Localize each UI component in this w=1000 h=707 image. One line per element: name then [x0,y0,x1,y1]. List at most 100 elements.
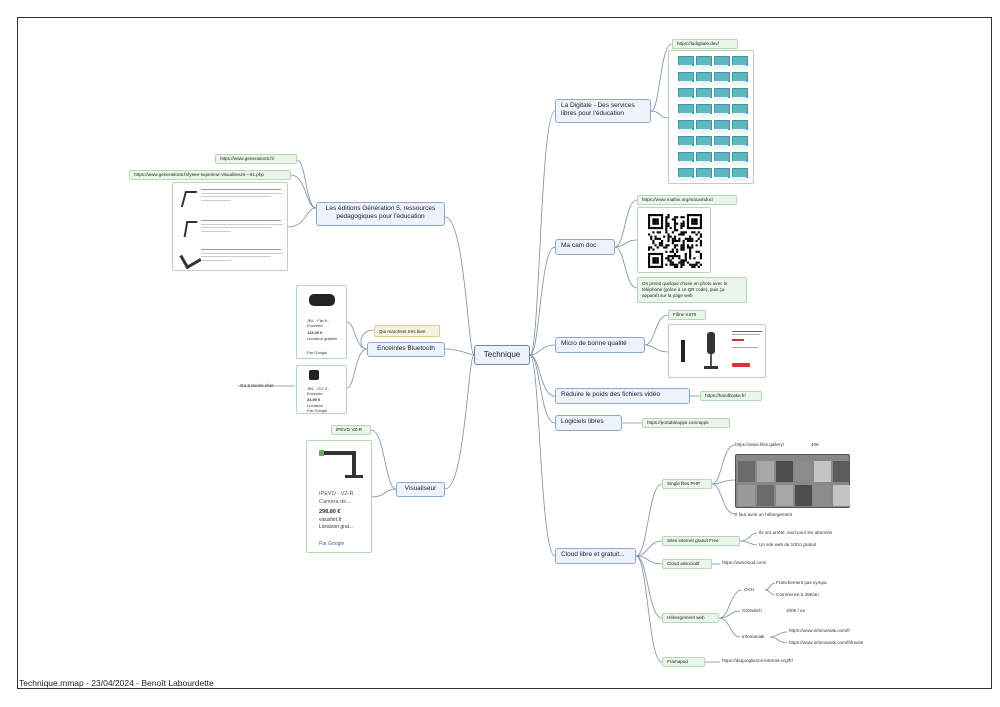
service-tile-caption [714,145,728,149]
ipevo-source: Par Google [319,541,345,547]
note-macamdoc: On prend quelque chose en photo avec le … [637,277,747,303]
service-tile-caption [714,129,728,133]
price-o2switch: 100€ / an [786,608,806,613]
service-tile-caption [732,81,746,85]
product-fifine-preview [668,324,766,378]
microphone-icon [707,332,715,354]
gallery-thumbnail [776,461,793,482]
service-tile-caption [696,81,710,85]
note-ovh-prix: Commence à 25€/an [776,592,819,597]
node-generation5[interactable]: Les éditions Génération 5, ressources pé… [316,202,445,226]
url-owncloud[interactable]: https://owncloud.com/ [722,560,767,565]
node-framapad[interactable]: Framapad [662,657,705,667]
visualizer-icon-3 [179,247,202,270]
service-tile-caption [732,161,746,165]
service-tile-caption [732,113,746,117]
service-tile-caption [714,113,728,117]
ladigitale-services-grid [668,50,754,184]
url-portableapps[interactable]: https://portableapps.com/apps [642,418,730,428]
camera-arm-icon [319,451,355,455]
ipevo-title: IPEVO - VZ-R [319,491,354,497]
ipevo-subtitle: Caméra de... [319,499,351,505]
host-o2switch: O2Switch [742,608,762,613]
url-degooglisons[interactable]: https://degooglisons-internet.org/fr/ [722,658,793,663]
node-visualiseur[interactable]: Visualiseur [396,482,445,497]
url-generation5-home[interactable]: https://www.generation5.fr/ [215,154,297,164]
root-node[interactable]: Technique [474,345,530,365]
speaker-icon [309,294,335,306]
gallery-thumbnail [757,485,774,506]
footer-caption: Technique.mmap - 23/04/2024 - Benoît Lab… [19,678,214,688]
url-infomaniak[interactable]: https://www.infomaniak.com/fr [789,628,851,633]
url-macamdoc[interactable]: https://www.mathix.org/macamdoc/ [637,195,737,205]
node-enceintes[interactable]: Enceintes Bluetooth [367,342,445,357]
gallery-thumbnail [833,485,850,506]
node-single-files-php[interactable]: Single files PHP [662,479,712,489]
product-ipevo[interactable]: IPEVO - VZ-R Caméra de... 298,80 € visus… [306,440,372,553]
url-handbrake[interactable]: https://handbrake.fr/ [700,391,762,401]
url-infomaniak-ksuite[interactable]: https://www.infomaniak.com/fr/ksuite [789,640,864,645]
note-hebergement-requis: Il faut avoir un hébergement [735,512,793,517]
jbl-flip6-price: 113,00 € [307,330,323,335]
node-hebergement-web[interactable]: Hébergement web [662,613,719,623]
node-handbrake[interactable]: Réduire le poids des fichiers vidéo [555,388,690,404]
jbl-go3-price: 34,90 € [307,397,321,402]
jbl-flip6-shipping: Livraison gratuite [307,336,338,341]
node-macamdoc[interactable]: Ma cam doc [555,239,615,255]
service-tile-caption [678,161,692,165]
product-jbl-flip6[interactable]: JBL - Flip 6 - Enceinte 113,00 € Livrais… [296,285,347,359]
service-tile-caption [696,113,710,117]
map-frame [17,17,992,689]
node-sites-free[interactable]: Sites internet gratuit Free [662,536,740,546]
node-micro[interactable]: Micro de bonne qualité [555,337,645,353]
node-ladigitale[interactable]: La Digitale - Des services libres pour l… [555,99,651,123]
service-tile-caption [678,129,692,133]
url-fifine[interactable]: Fifine K670 [668,310,706,320]
service-tile-caption [678,81,692,85]
service-tile-caption [714,65,728,69]
service-tile-caption [696,97,710,101]
url-generation5-visualiseurs[interactable]: https://www.generation5.fr/lysee-superie… [129,170,291,180]
gallery-thumbnail [833,461,850,482]
url-ladigitale[interactable]: https://ladigitale.dev/ [672,39,738,49]
service-tile-caption [714,177,728,181]
qr-code-icon [648,214,702,268]
url-ipevo[interactable]: IPEVO VZ-R [331,425,371,435]
files-gallery-preview [735,454,850,508]
jbl-go3-source: Par Google [307,408,328,413]
product-jbl-go3[interactable]: JBL - GO 3 - Enceinte 34,90 € Livraison … [296,365,347,414]
service-tile-caption [678,177,692,181]
service-tile-caption [678,113,692,117]
gallery-thumbnail [814,461,831,482]
visualizer-icon-2 [183,221,198,237]
node-cloud-associatif[interactable]: Cloud associatif [662,559,712,569]
service-tile-caption [714,97,728,101]
jbl-flip6-source: Par Google [307,350,328,355]
node-logiciels-libres[interactable]: Logiciels libres [555,415,622,431]
price-files-gallery: 40€ [811,442,819,447]
service-tile-caption [678,65,692,69]
speaker-small-icon [309,370,319,380]
note-ovh-sympa: Franchement pas sympa [776,580,827,585]
url-files-gallery[interactable]: https://www.files.gallery/ [735,442,785,447]
service-tile-caption [732,177,746,181]
service-tile-caption [696,145,710,149]
service-tile-caption [678,145,692,149]
service-tile-caption [732,145,746,149]
service-tile-caption [696,161,710,165]
generation5-product-preview [172,182,288,271]
jbl-go3-title: JBL - GO 3 - Enceinte [307,386,330,396]
gallery-thumbnail [795,461,812,482]
gallery-thumbnail [814,485,831,506]
visualizer-icon-1 [180,191,198,207]
node-cloud[interactable]: Cloud libre et gratuit... [555,548,636,564]
service-tile-caption [696,177,710,181]
jbl-go3-shipping: Livraison [307,403,324,408]
service-tile-caption [732,97,746,101]
service-tile-caption [696,65,710,69]
host-infomaniak: Infomaniak [742,634,765,639]
jbl-flip6-title: JBL - Flip 6 - Enceinte [307,318,330,328]
gallery-thumbnail [776,485,793,506]
ipevo-shipping: Livraison grat... [319,524,354,530]
